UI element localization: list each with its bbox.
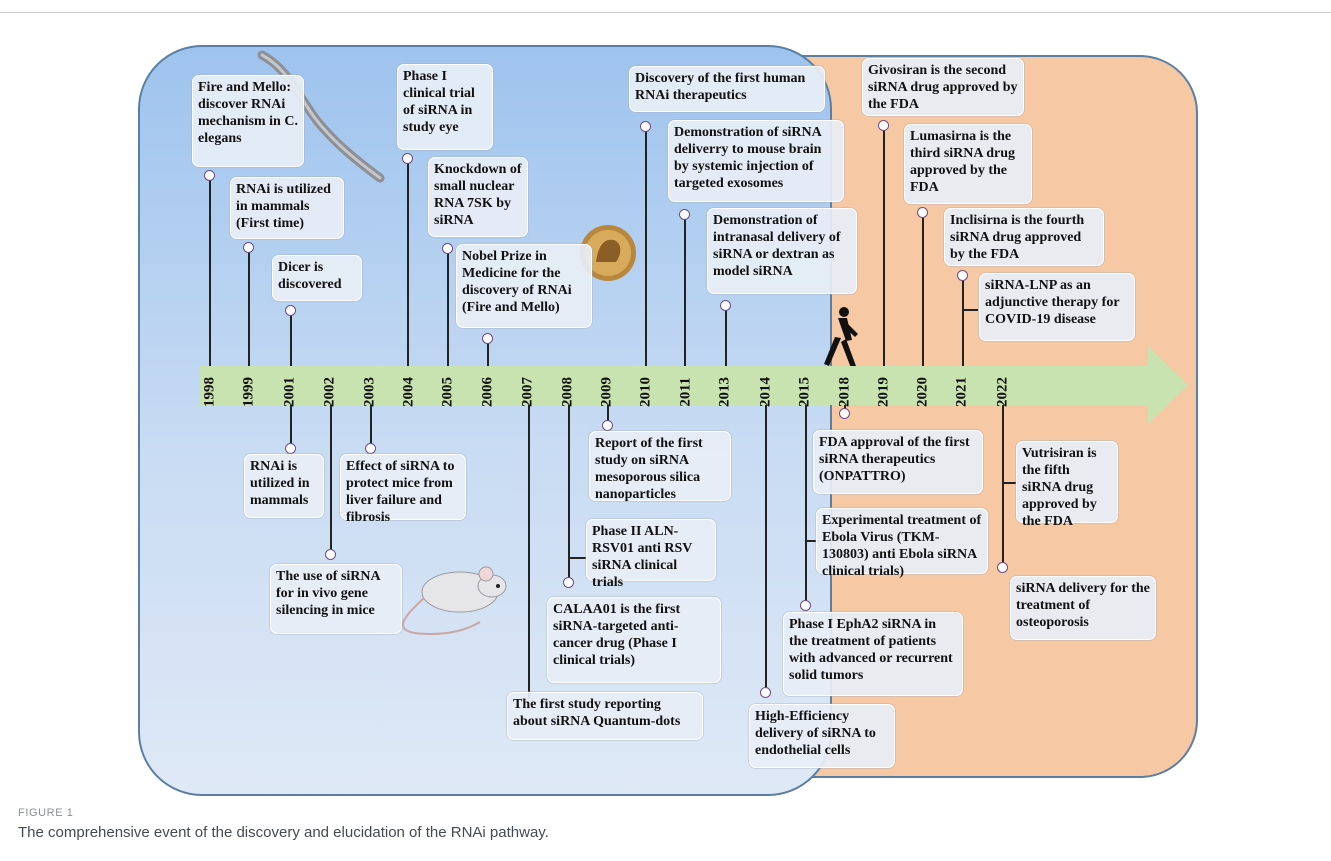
year-label: 2010 [637, 377, 654, 407]
year-label: 2005 [439, 377, 456, 407]
nobel-medal-icon [580, 225, 636, 281]
event-marker [402, 153, 413, 164]
event-box-2021-lnp: siRNA-LNP as an adjunctive therapy for C… [979, 273, 1135, 341]
year-label: 2020 [914, 377, 931, 407]
event-stem [370, 405, 372, 445]
event-box-2006: Nobel Prize in Medicine for the discover… [456, 244, 592, 328]
event-box-2015-epha2: Phase I EphA2 siRNA in the treatment of … [783, 612, 963, 696]
event-marker [563, 577, 574, 588]
event-stem [645, 131, 647, 366]
event-box-2015-ebola: Experimental treatment of Ebola Virus (T… [816, 508, 988, 579]
event-box-2013: Demonstration of intranasal delivery of … [707, 208, 857, 294]
event-stem [684, 219, 686, 366]
event-box-2021-inclisirna: Inclisirna is the fourth siRNA drug appr… [944, 208, 1104, 266]
event-box-2001-mammals: RNAi is utilized in mammals [244, 454, 324, 518]
year-label: 1999 [240, 377, 257, 407]
event-stem [568, 405, 570, 581]
event-marker [204, 170, 215, 181]
figure-caption: The comprehensive event of the discovery… [18, 824, 549, 841]
event-box-2004: Phase I clinical trial of siRNA in study… [397, 64, 493, 150]
event-box-2010: Discovery of the first human RNAi therap… [629, 66, 825, 112]
year-label: 2019 [875, 377, 892, 407]
event-stem [883, 130, 885, 366]
event-marker [957, 270, 968, 281]
event-marker [482, 333, 493, 344]
walking-person-icon [824, 307, 858, 368]
event-stem [962, 280, 964, 366]
event-box-1998: Fire and Mello: discover RNAi mechanism … [192, 75, 304, 167]
event-connector [568, 557, 586, 559]
event-marker [365, 443, 376, 454]
event-stem [765, 405, 767, 690]
event-marker [997, 562, 1008, 573]
event-box-2002: The use of siRNA for in vivo gene silenc… [270, 564, 402, 634]
event-marker [602, 420, 613, 431]
year-label: 2013 [716, 377, 733, 407]
year-label: 2011 [677, 377, 694, 407]
event-connector [1002, 482, 1018, 484]
event-box-2003: Effect of siRNA to protect mice from liv… [340, 454, 466, 525]
event-connector [962, 309, 978, 311]
event-stem [447, 253, 449, 366]
event-stem [922, 217, 924, 366]
event-box-2007: The first study reporting about siRNA Qu… [507, 692, 703, 740]
event-stem [248, 252, 250, 366]
event-marker [285, 443, 296, 454]
event-marker [243, 242, 254, 253]
event-box-2011: Demonstration of siRNA deliverry to mous… [668, 120, 844, 202]
event-box-2019: Givosiran is the second siRNA drug appro… [862, 58, 1024, 116]
event-marker [285, 305, 296, 316]
year-label: 2004 [400, 377, 417, 407]
event-box-2009: Report of the first study on siRNA mesop… [589, 431, 731, 502]
event-stem [528, 405, 530, 701]
event-box-2001-dicer: Dicer is discovered [272, 255, 362, 301]
event-stem [290, 405, 292, 445]
event-stem [725, 310, 727, 366]
event-stem [1002, 405, 1004, 567]
year-label: 2006 [479, 377, 496, 407]
event-marker [760, 687, 771, 698]
event-marker [800, 600, 811, 611]
event-box-2005: Knockdown of small nuclear RNA 7SK by si… [428, 157, 528, 237]
event-connector [805, 540, 819, 542]
event-stem [407, 163, 409, 366]
event-box-2014: High-Efficiency delivery of siRNA to end… [749, 704, 895, 768]
event-stem [487, 343, 489, 366]
event-stem [607, 405, 609, 426]
event-marker [679, 209, 690, 220]
event-box-2022-vutrisiran: Vutrisiran is the fifth siRNA drug appro… [1016, 441, 1118, 529]
event-marker [720, 300, 731, 311]
event-stem [209, 180, 211, 366]
year-label: 2021 [953, 377, 970, 407]
event-marker [878, 120, 889, 131]
event-box-2008-aln: Phase II ALN-RSV01 anti RSV siRNA clinic… [586, 519, 716, 590]
event-box-2022-osteoporosis: siRNA delivery for the treatment of oste… [1010, 576, 1156, 640]
event-marker [917, 207, 928, 218]
event-marker [442, 243, 453, 254]
event-stem [805, 405, 807, 603]
event-stem [290, 315, 292, 366]
event-box-2020: Lumasirna is the third siRNA drug approv… [904, 124, 1032, 204]
figure-label: FIGURE 1 [18, 807, 74, 819]
mouse-icon [402, 566, 507, 636]
top-rule [0, 12, 1331, 13]
event-marker [839, 408, 850, 419]
year-label: 1998 [201, 377, 218, 407]
event-box-2008-calaa01: CALAA01 is the first siRNA-targeted anti… [547, 597, 721, 683]
event-marker [325, 549, 336, 560]
event-marker [640, 121, 651, 132]
event-box-1999: RNAi is utilized in mammals (First time) [230, 177, 344, 239]
event-stem [330, 405, 332, 552]
event-box-2018: FDA approval of the first siRNA therapeu… [813, 430, 983, 494]
